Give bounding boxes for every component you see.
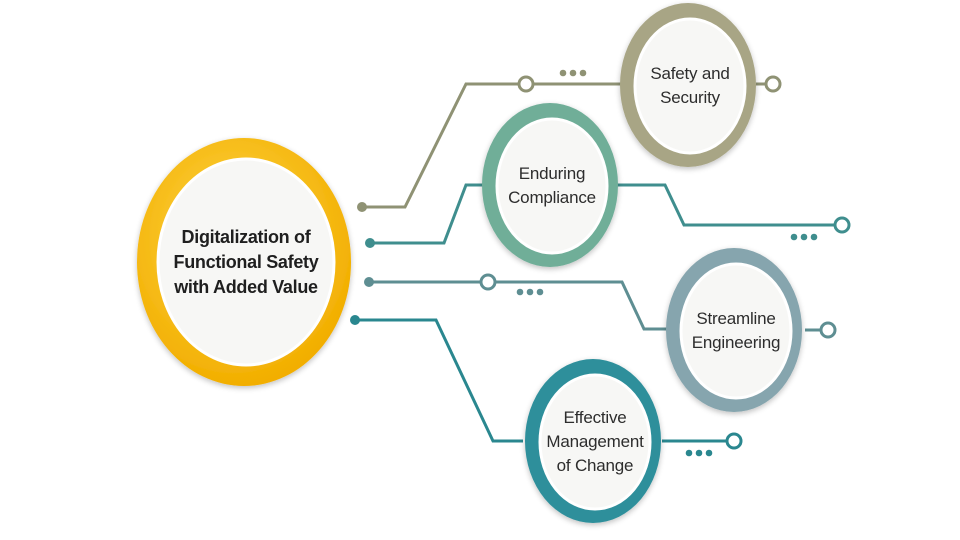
dot-start-icon (364, 277, 374, 287)
ring-end-icon (833, 216, 851, 234)
node-enduring-compliance (482, 103, 618, 267)
branch-label-effective-management-of-change: Effective Management of Change (546, 408, 644, 475)
connector-compliance (365, 183, 851, 248)
dot-start-icon (350, 315, 360, 325)
connector-change (350, 315, 743, 457)
dot-start-icon (357, 202, 367, 212)
center-node (137, 138, 351, 386)
ring-end-icon (819, 321, 837, 339)
branch-label-safety-and-security: Safety and Security (650, 64, 730, 107)
branch-label-streamline-engineering: Streamline Engineering (691, 309, 781, 352)
node-effective-management-of-change (525, 359, 661, 523)
connector-streamline (364, 273, 837, 339)
ellipsis-dots-icon (516, 288, 544, 296)
ellipsis-dots-icon (685, 449, 713, 457)
connector-safety (357, 69, 782, 212)
ring-end-icon (764, 75, 782, 93)
ellipsis-dots-icon (790, 233, 818, 241)
ellipsis-dots-icon (559, 69, 587, 77)
ring-end-icon (517, 75, 535, 93)
ring-end-icon (725, 432, 743, 450)
ring-end-icon (479, 273, 497, 291)
node-streamline-engineering (666, 248, 802, 412)
branch-label-enduring-compliance: Enduring Compliance (508, 164, 596, 207)
center-node-label: Digitalization of Functional Safety with… (173, 226, 319, 297)
dot-start-icon (365, 238, 375, 248)
node-safety-and-security (620, 3, 756, 167)
